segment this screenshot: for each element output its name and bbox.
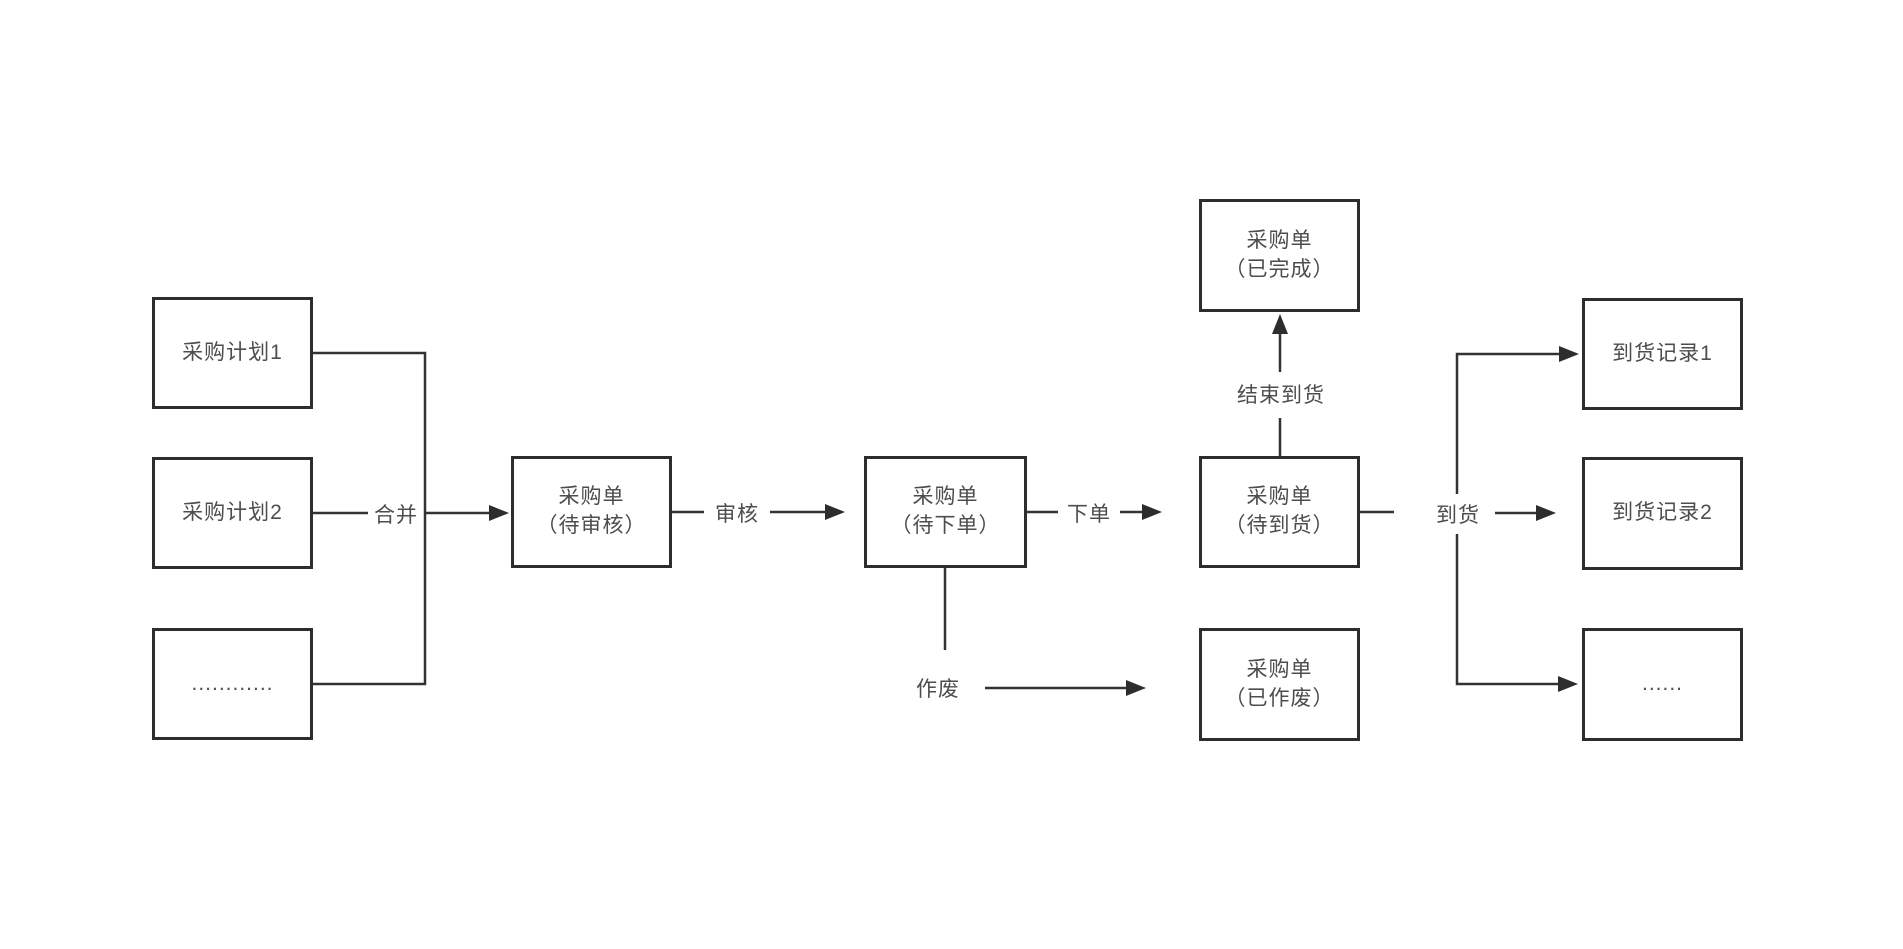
edge-label-review: 审核 xyxy=(715,503,759,526)
node-po-pending-review: 采购单 （待审核） xyxy=(511,456,672,568)
node-purchase-plan-2: 采购计划2 xyxy=(152,457,313,569)
edge-label-arrival: 到货 xyxy=(1436,504,1480,527)
node-po-pending-order: 采购单 （待下单） xyxy=(864,456,1027,568)
node-arrival-record-more: ...... xyxy=(1582,628,1743,741)
node-po-completed: 采购单 （已完成） xyxy=(1199,199,1360,312)
node-purchase-plan-more: ............ xyxy=(152,628,313,740)
edge-recmore-arrow xyxy=(1455,534,1578,692)
edge-label-merge: 合并 xyxy=(374,504,418,527)
edge-rec1-arrow xyxy=(1455,346,1579,494)
edge-label-finish-arrival: 结束到货 xyxy=(1237,384,1325,407)
edge-label-void: 作废 xyxy=(916,678,960,701)
node-purchase-plan-1: 采购计划1 xyxy=(152,297,313,409)
node-arrival-record-2: 到货记录2 xyxy=(1582,457,1743,570)
node-arrival-record-1: 到货记录1 xyxy=(1582,298,1743,410)
edge-label-place-order: 下单 xyxy=(1067,503,1111,526)
node-po-voided: 采购单 （已作废） xyxy=(1199,628,1360,741)
node-po-pending-arrival: 采购单 （待到货） xyxy=(1199,456,1360,568)
